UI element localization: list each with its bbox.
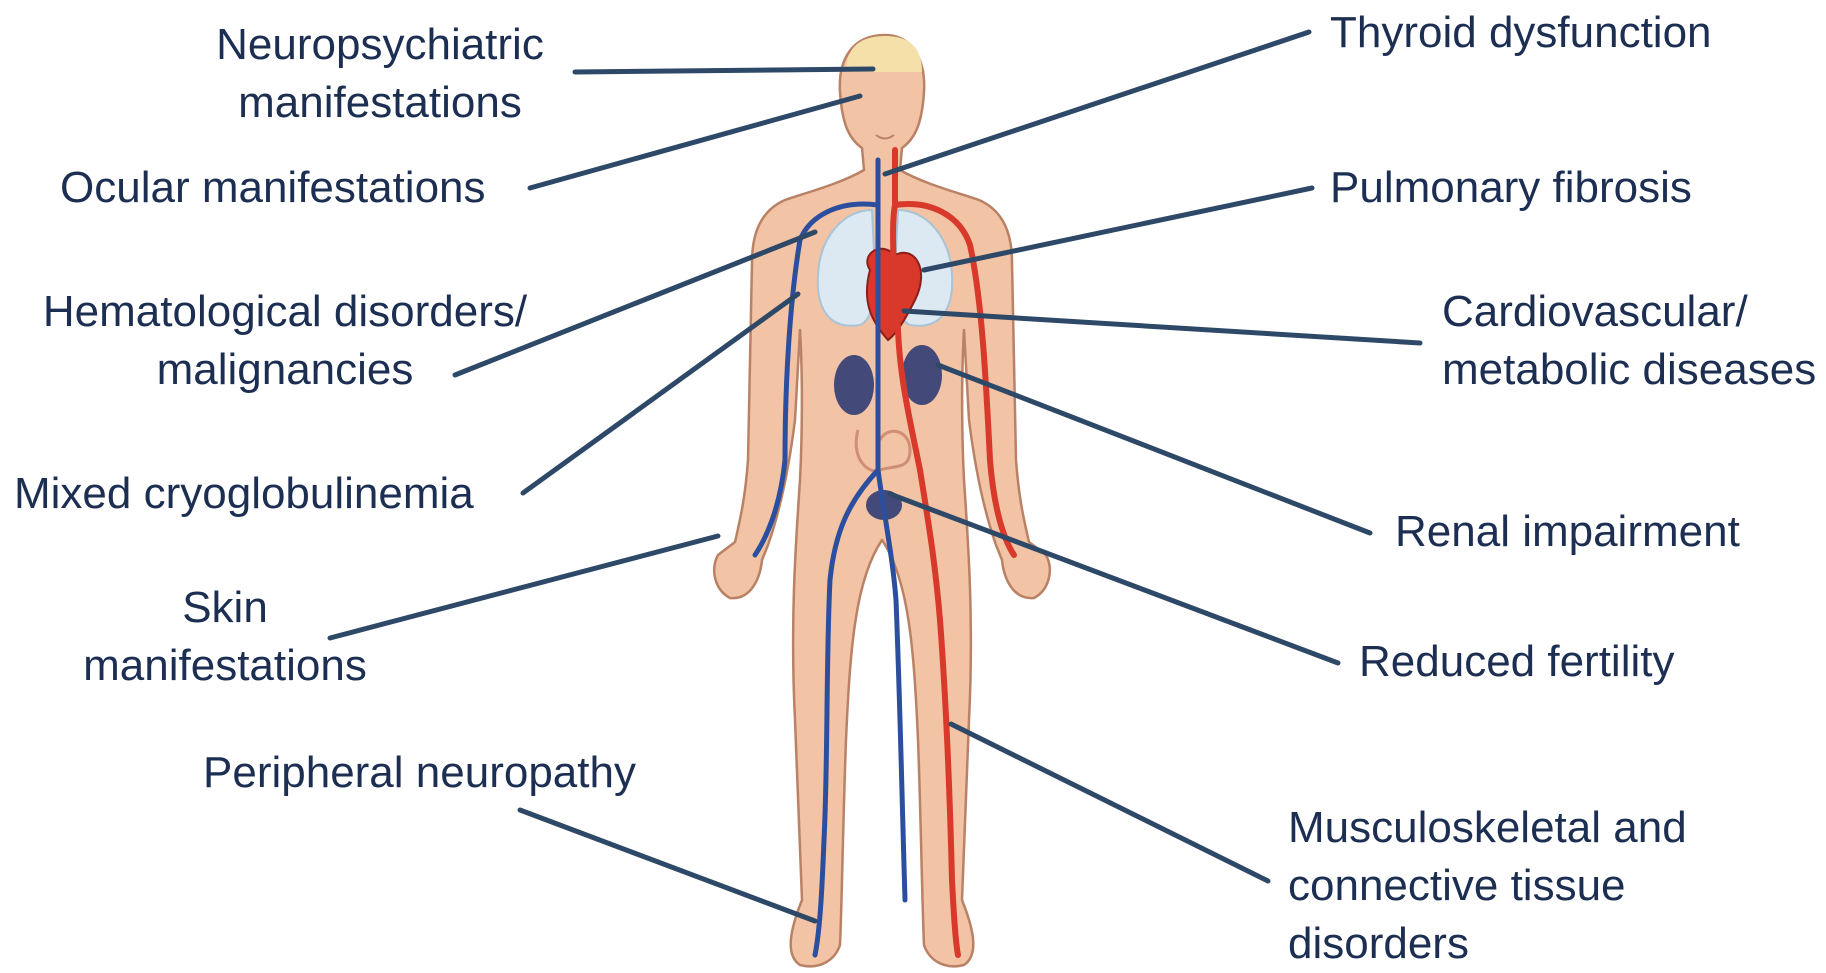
label-cryoglobulinemia: Mixed cryoglobulinemia — [14, 465, 474, 523]
label-skin-line-1: Skin — [70, 579, 380, 637]
label-musculoskeletal-line-2: connective tissue — [1288, 857, 1687, 915]
brain — [846, 36, 922, 72]
label-fertility-line-1: Reduced fertility — [1359, 633, 1674, 691]
label-ocular: Ocular manifestations — [60, 159, 486, 217]
label-neuropsychiatric: Neuropsychiatric manifestations — [210, 16, 550, 132]
label-musculoskeletal: Musculoskeletal and connective tissue di… — [1288, 799, 1687, 973]
leader-thyroid — [885, 32, 1309, 174]
label-fertility: Reduced fertility — [1359, 633, 1674, 691]
label-neuropathy: Peripheral neuropathy — [203, 744, 636, 802]
leader-skin — [330, 536, 718, 638]
label-hematological-line-1: Hematological disorders/ — [30, 283, 540, 341]
label-neuropsychiatric-line-1: Neuropsychiatric — [210, 16, 550, 74]
label-cardiovascular-line-1: Cardiovascular/ — [1442, 283, 1816, 341]
leader-neuropsychiatric — [575, 69, 873, 72]
label-cardiovascular-line-2: metabolic diseases — [1442, 341, 1816, 399]
label-hematological-line-2: malignancies — [30, 341, 540, 399]
label-renal-line-1: Renal impairment — [1395, 503, 1740, 561]
label-thyroid: Thyroid dysfunction — [1330, 4, 1712, 62]
label-skin-line-2: manifestations — [70, 637, 380, 695]
label-musculoskeletal-line-1: Musculoskeletal and — [1288, 799, 1687, 857]
left-kidney — [834, 355, 874, 415]
label-neuropathy-line-1: Peripheral neuropathy — [203, 744, 636, 802]
label-pulmonary: Pulmonary fibrosis — [1330, 159, 1692, 217]
label-thyroid-line-1: Thyroid dysfunction — [1330, 4, 1712, 62]
label-skin: Skin manifestations — [70, 579, 380, 695]
label-cardiovascular: Cardiovascular/ metabolic diseases — [1442, 283, 1816, 399]
leader-neuropathy — [520, 810, 815, 921]
label-hematological: Hematological disorders/ malignancies — [30, 283, 540, 399]
leader-musculoskeletal — [951, 724, 1268, 881]
label-cryoglobulinemia-line-1: Mixed cryoglobulinemia — [14, 465, 474, 523]
label-pulmonary-line-1: Pulmonary fibrosis — [1330, 159, 1692, 217]
label-musculoskeletal-line-3: disorders — [1288, 915, 1687, 973]
label-renal: Renal impairment — [1395, 503, 1740, 561]
label-ocular-line-1: Ocular manifestations — [60, 159, 486, 217]
label-neuropsychiatric-line-2: manifestations — [210, 74, 550, 132]
leader-ocular — [530, 96, 860, 188]
